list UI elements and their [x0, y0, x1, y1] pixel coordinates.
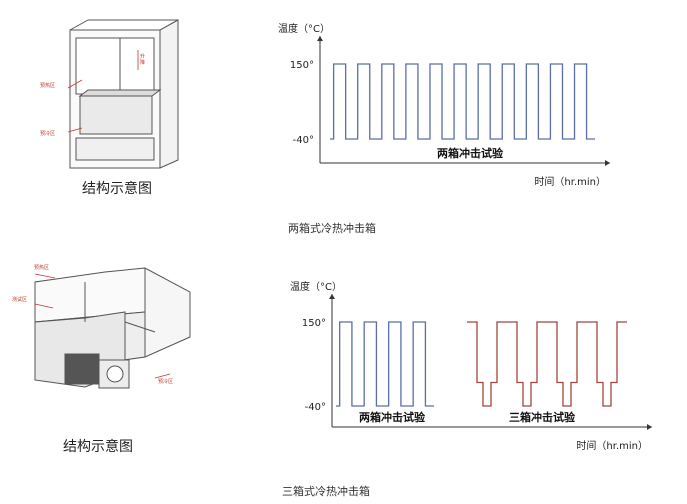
- x-axis-arrow: [605, 160, 610, 166]
- series-label-three-box: 三箱冲击试验: [509, 410, 576, 424]
- y-tick-150: 150°: [290, 60, 314, 71]
- series-label-two-box: 两箱冲击试验: [437, 146, 504, 160]
- label-test-zone: 测试区: [12, 297, 28, 303]
- x-axis-label: 时间（hr.min）: [534, 175, 606, 188]
- label-preheat-zone: 预热区: [40, 83, 56, 89]
- two-box-series-line: [336, 321, 434, 407]
- structure-title-1: 结构示意图: [82, 181, 152, 197]
- label-lift: 升降: [140, 54, 146, 66]
- y-axis-arrow: [329, 294, 335, 299]
- label-precool-zone-2: 预冷区: [158, 379, 174, 385]
- three-box-structure-drawing: [34, 267, 191, 389]
- x-axis-arrow: [647, 424, 652, 430]
- x-axis-label: 时间（hr.min）: [576, 439, 648, 452]
- two-box-series-line: [330, 63, 595, 140]
- three-box-series-line: [467, 321, 627, 407]
- caption-two-box: 两箱式冷热冲击箱: [288, 222, 376, 235]
- series-label-two-box: 两箱冲击试验: [359, 410, 426, 424]
- y-axis-label: 温度（°C）: [278, 22, 330, 35]
- caption-three-box: 三箱式冷热冲击箱: [282, 485, 370, 498]
- y-tick-minus40: -40°: [293, 135, 314, 146]
- two-box-temperature-chart: 温度（°C） 时间（hr.min） 150° -40° 两箱冲击试验: [278, 22, 610, 188]
- label-precool-zone: 预冷区: [40, 131, 56, 137]
- y-tick-minus40: -40°: [305, 402, 326, 413]
- structure-title-2: 结构示意图: [63, 439, 133, 455]
- label-preheat-zone-2: 预热区: [34, 265, 50, 271]
- y-tick-150: 150°: [302, 318, 326, 329]
- two-box-structure-drawing: [67, 19, 179, 169]
- y-axis-arrow: [317, 36, 323, 41]
- y-axis-label: 温度（°C）: [290, 280, 342, 293]
- three-box-temperature-chart: 温度（°C） 时间（hr.min） 150° -40° 两箱冲击试验 三箱冲击试验: [290, 280, 652, 452]
